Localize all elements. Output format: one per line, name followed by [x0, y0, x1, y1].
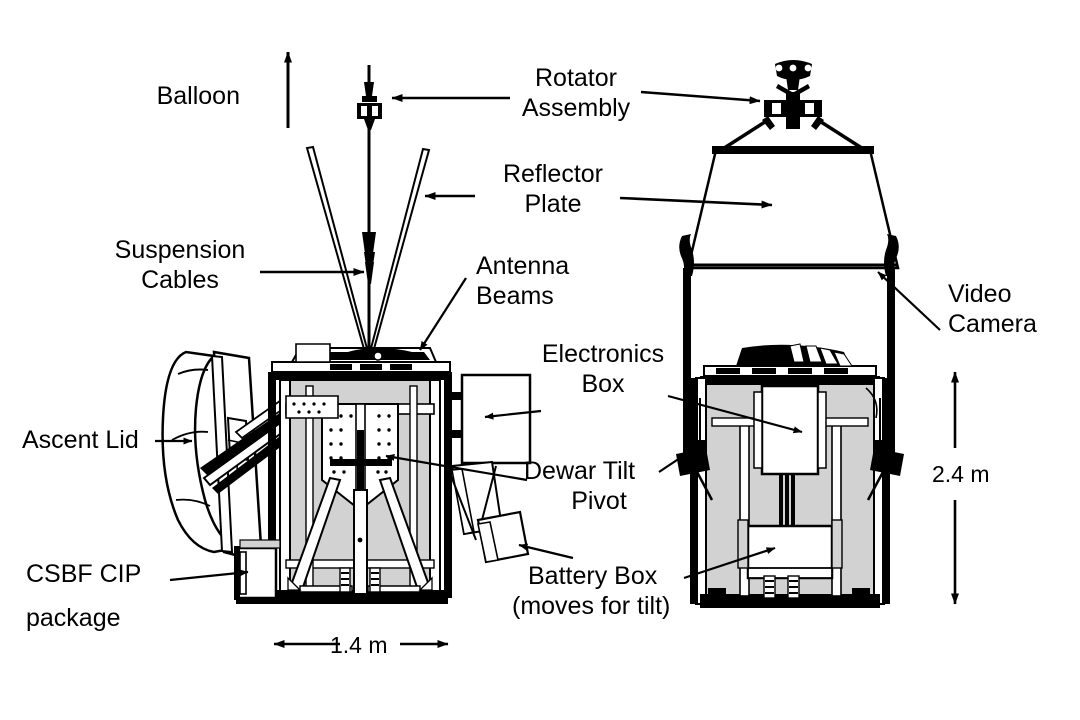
leader-csbf-cip	[169, 569, 249, 582]
label-reflector-plate-line2: Plate	[524, 190, 582, 218]
leader-rotator-assembly-right	[640, 90, 761, 105]
suspension-cables-right	[679, 234, 899, 466]
annotation-leaders	[155, 90, 941, 582]
label-ascent-lid: Ascent Lid	[22, 426, 139, 454]
label-reflector-plate-line1: Reflector	[502, 160, 604, 188]
label-dewar-tilt-pivot-line2: Pivot	[571, 487, 627, 515]
label-rotator-assembly-line2: Assembly	[521, 94, 631, 122]
gondola-top-deck-right	[700, 343, 880, 384]
gondola-top-deck-left	[268, 343, 452, 380]
left-side-view	[161, 51, 532, 604]
leader-electronics-box-right	[667, 394, 803, 434]
gondola-body-right	[676, 377, 904, 608]
leader-dewar-tilt-pivot-right	[658, 449, 693, 473]
electronics-box-left	[452, 373, 532, 465]
gondola-body-left	[268, 376, 452, 604]
dimension-label-width: 1.4 m	[330, 632, 388, 658]
label-suspension-cables-line2: Cables	[141, 266, 219, 294]
label-electronics-box-line2: Box	[581, 370, 625, 398]
label-balloon: Balloon	[156, 82, 240, 110]
leader-dewar-tilt-pivot	[385, 453, 528, 482]
label-suspension-cables-line1: Suspension	[114, 236, 246, 264]
leader-reflector-plate	[619, 196, 773, 209]
label-csbf-cip-line1: CSBF CIP	[26, 560, 142, 588]
battery-box-left	[447, 460, 530, 564]
suspension-cables-left	[305, 145, 431, 357]
label-dewar-tilt-pivot-line1: Dewar Tilt	[524, 457, 636, 485]
label-video-camera-line1: Video	[948, 280, 1012, 308]
reflector-plate	[686, 146, 900, 270]
dimension-label-height: 2.4 m	[932, 461, 990, 487]
leader-electronics-box-left	[484, 409, 542, 420]
label-csbf-cip-line2: package	[26, 604, 121, 632]
dimension-lines	[273, 371, 959, 648]
label-antenna-beams-line2: Beams	[476, 282, 554, 310]
leader-battery-box-left	[518, 543, 574, 560]
dewar-tilt-pivot-marker	[330, 430, 392, 492]
leader-battery-box-right	[683, 546, 776, 580]
right-front-view	[676, 60, 904, 608]
leader-video-camera	[877, 271, 941, 331]
label-rotator-assembly-line1: Rotator	[535, 64, 617, 92]
label-battery-box-line1: Battery Box	[528, 562, 658, 590]
rotator-assembly-right	[717, 60, 869, 154]
leader-antenna-beams	[419, 277, 467, 351]
label-electronics-box-line1: Electronics	[541, 340, 665, 368]
rotator-assembly-left	[357, 65, 382, 360]
label-antenna-beams-line1: Antenna	[476, 252, 570, 280]
label-battery-box-line2: (moves for tilt)	[512, 592, 671, 620]
label-video-camera-line2: Camera	[948, 310, 1037, 338]
